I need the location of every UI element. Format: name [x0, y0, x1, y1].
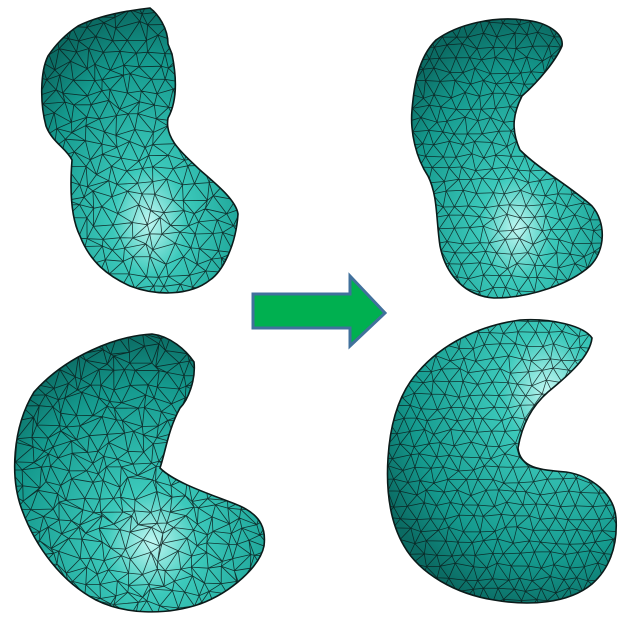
mesh-top-left	[25, 0, 267, 317]
mesh-bottom-left	[0, 319, 293, 621]
mesh-top-right	[397, 7, 634, 317]
mesh-bottom-right	[378, 308, 634, 617]
right-arrow-icon	[253, 276, 385, 346]
